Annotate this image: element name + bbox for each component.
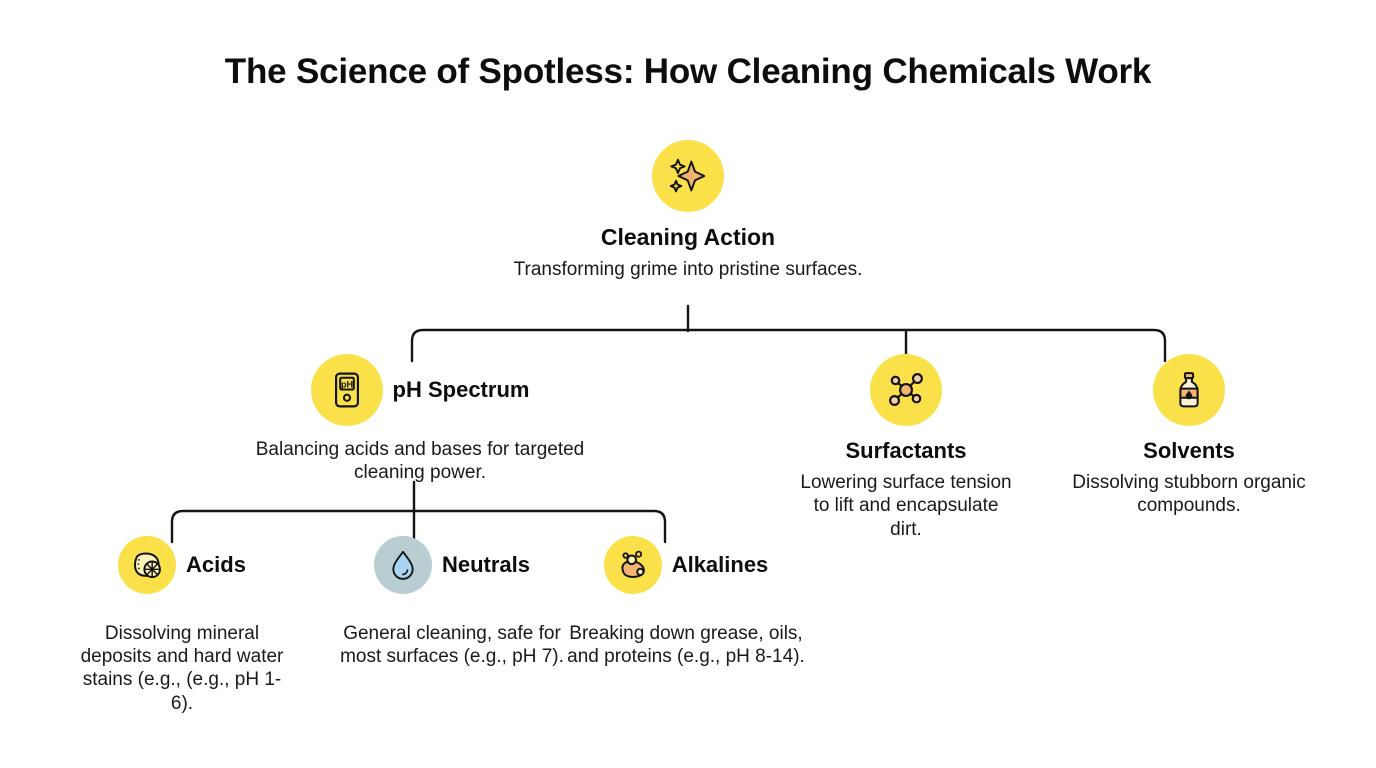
badge-solvents xyxy=(1153,354,1225,426)
node-desc-solvents: Dissolving stubborn organic compounds. xyxy=(1072,472,1306,517)
node-desc-cleaning-action: Transforming grime into pristine surface… xyxy=(513,259,863,281)
lemon-icon xyxy=(134,552,161,579)
node-label-alkalines: Alkalines xyxy=(671,552,769,578)
node-acids[interactable]: Acids Dissolving mineral deposits and ha… xyxy=(78,536,286,715)
node-head: Acids xyxy=(78,536,286,594)
node-desc-surfactants: Lowering surface tension to lift and enc… xyxy=(800,472,1012,540)
badge-ph-spectrum: pH xyxy=(310,354,383,426)
page-title: The Science of Spotless: How Cleaning Ch… xyxy=(224,52,1152,91)
node-alkalines[interactable]: Alkalines Breaking down grease, oils, an… xyxy=(562,536,810,668)
badge-acids xyxy=(118,536,177,594)
node-desc-ph-spectrum: Balancing acids and bases for targeted c… xyxy=(255,439,585,484)
node-neutrals[interactable]: Neutrals General cleaning, safe for most… xyxy=(330,536,574,668)
node-cleaning-action[interactable]: Cleaning Action Transforming grime into … xyxy=(488,140,888,282)
node-head: Alkalines xyxy=(562,536,810,594)
node-label-neutrals: Neutrals xyxy=(441,552,531,578)
soap-bubbles-icon xyxy=(621,550,645,578)
node-desc-alkalines: Breaking down grease, oils, and proteins… xyxy=(567,623,805,668)
node-head: Surfactants xyxy=(800,354,1012,463)
badge-neutrals xyxy=(373,536,432,594)
badge-cleaning-action xyxy=(652,140,724,212)
node-ph-spectrum[interactable]: pH pH Spectrum Balancing acids and bases… xyxy=(255,354,585,484)
sparkles-icon xyxy=(669,158,706,193)
ph-meter-icon: pH xyxy=(334,372,359,408)
node-label-cleaning-action: Cleaning Action xyxy=(600,224,776,250)
water-droplet-icon xyxy=(392,550,414,580)
node-label-acids: Acids xyxy=(186,552,246,578)
node-desc-neutrals: General cleaning, safe for most surfaces… xyxy=(340,623,564,668)
node-desc-acids: Dissolving mineral deposits and hard wat… xyxy=(80,623,284,714)
bottle-icon xyxy=(1179,372,1199,408)
badge-alkalines xyxy=(603,536,662,594)
svg-text:pH: pH xyxy=(340,379,352,389)
node-head: Neutrals xyxy=(330,536,574,594)
node-solvents[interactable]: Solvents Dissolving stubborn organic com… xyxy=(1062,354,1316,518)
molecule-icon xyxy=(889,373,923,406)
node-head: Solvents xyxy=(1062,354,1316,463)
node-surfactants[interactable]: Surfactants Lowering surface tension to … xyxy=(800,354,1012,541)
node-label-surfactants: Surfactants xyxy=(845,438,967,463)
node-head: pH pH Spectrum xyxy=(255,354,585,426)
node-label-ph-spectrum: pH Spectrum xyxy=(392,377,530,403)
node-head: Cleaning Action xyxy=(488,140,888,250)
node-label-solvents: Solvents xyxy=(1143,438,1235,463)
badge-surfactants xyxy=(870,354,942,426)
